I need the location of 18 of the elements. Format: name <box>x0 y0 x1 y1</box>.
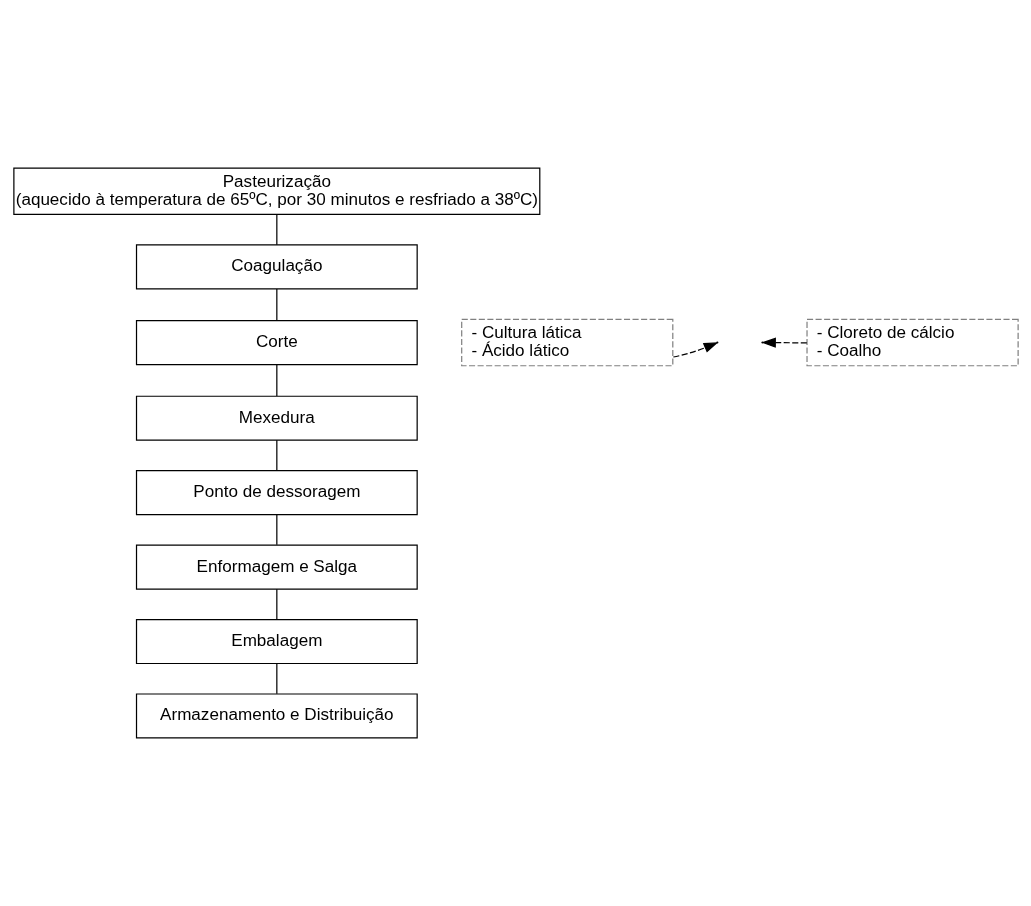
node-box: Corte <box>135 320 418 366</box>
connector <box>275 514 277 546</box>
arrow <box>760 337 807 348</box>
node-box: Armazenamento e Distribuição <box>135 693 418 739</box>
node-box: Enformagem e Salga <box>135 544 418 590</box>
connector <box>275 213 277 246</box>
connector <box>275 662 277 695</box>
node-box: Pasteurização (aquecido à temperatura de 65ºC, por 30 minutos e resfriado a 38ºC) <box>12 167 540 216</box>
connector <box>275 288 277 321</box>
node-box: Mexedura <box>135 395 418 441</box>
connector <box>275 363 277 397</box>
connector <box>275 588 277 620</box>
node-box: Embalagem <box>135 618 418 665</box>
node-box: - Cloreto de cálcio - Coalho <box>805 318 1019 367</box>
node-box: Coagulação <box>135 244 418 290</box>
node-box: - Cultura lática - Ácido lático <box>460 318 673 367</box>
connector <box>275 439 277 472</box>
node-box: Ponto de dessoragem <box>135 470 418 516</box>
